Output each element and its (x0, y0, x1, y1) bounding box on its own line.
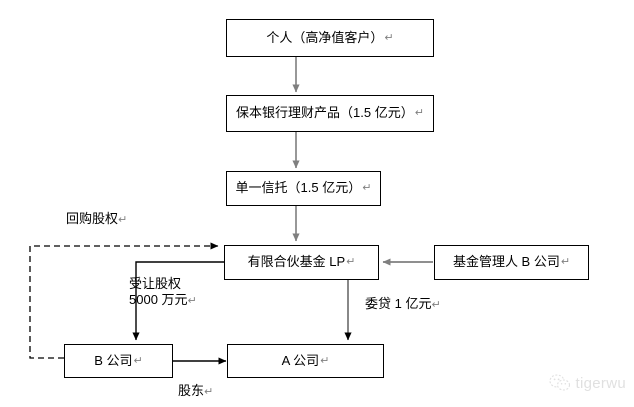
paragraph-mark: ↵ (560, 256, 571, 269)
edge-label-transfer: 受让股权 5000 万元↵ (129, 276, 197, 309)
edge-label-shareholder: 股东↵ (178, 383, 213, 400)
node-bank-product-label: 保本银行理财产品（1.5 亿元） (236, 105, 414, 121)
paragraph-mark: ↵ (431, 299, 441, 311)
paragraph-mark: ↵ (414, 107, 424, 120)
paragraph-mark: ↵ (204, 386, 214, 398)
node-lp-fund[interactable]: 有限合伙基金 LP↵ (224, 245, 379, 280)
node-bank-product[interactable]: 保本银行理财产品（1.5 亿元）↵ (226, 95, 434, 132)
node-individual[interactable]: 个人（高净值客户）↵ (226, 19, 434, 57)
edge-label-entrusted: 委贷 1 亿元↵ (365, 296, 441, 313)
watermark-text: tigerwu (575, 374, 626, 392)
node-fund-manager-label: 基金管理人 B 公司 (452, 254, 560, 270)
node-individual-label: 个人（高净值客户） (266, 29, 384, 45)
edge-company-b-buyback-to-lp-fund (29, 242, 219, 359)
edge-label-buyback: 回购股权↵ (66, 211, 127, 228)
node-company-a[interactable]: A 公司↵ (227, 344, 384, 378)
edge-lp-fund-to-company-b (132, 261, 224, 341)
node-trust-label: 单一信托（1.5 亿元） (235, 180, 362, 196)
watermark: tigerwu (548, 373, 626, 393)
node-company-b[interactable]: B 公司↵ (64, 344, 173, 378)
paragraph-mark: ↵ (362, 182, 372, 195)
paragraph-mark: ↵ (187, 295, 197, 308)
paragraph-mark: ↵ (118, 214, 128, 226)
edge-label-entrusted-text: 委贷 1 亿元 (365, 296, 432, 311)
paragraph-mark: ↵ (133, 354, 143, 367)
edge-label-transfer-line2: 5000 万元 (129, 292, 188, 308)
paragraph-mark: ↵ (320, 354, 330, 367)
edge-label-transfer-line2-wrap: 5000 万元↵ (129, 292, 197, 309)
node-lp-fund-label: 有限合伙基金 LP (247, 254, 346, 270)
edge-label-shareholder-text: 股东 (178, 383, 205, 398)
edge-label-transfer-line1: 受让股权 (129, 276, 182, 291)
edge-label-buyback-text: 回购股权 (66, 211, 119, 226)
paragraph-mark: ↵ (346, 256, 356, 269)
node-fund-manager[interactable]: 基金管理人 B 公司↵ (434, 245, 589, 280)
node-trust[interactable]: 单一信托（1.5 亿元）↵ (226, 171, 381, 206)
node-company-b-label: B 公司 (94, 352, 133, 368)
node-company-a-label: A 公司 (281, 352, 320, 368)
paragraph-mark: ↵ (384, 31, 394, 44)
wechat-icon (548, 374, 570, 391)
